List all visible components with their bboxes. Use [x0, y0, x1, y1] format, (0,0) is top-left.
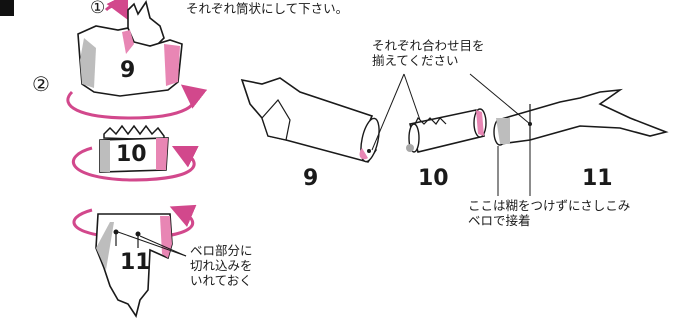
note-align-seams: それぞれ合わせ目を 揃えてください [372, 38, 485, 68]
note-no-glue: ここは糊をつけずにさしこみ ベロで接着 [468, 198, 631, 228]
part-11-piece [95, 213, 173, 318]
tube-10 [406, 108, 487, 153]
label-tube-11: 11 [582, 166, 613, 191]
part-10-piece [99, 124, 169, 173]
seam-pointer-9 [371, 73, 405, 151]
rotate-arrow-10 [72, 145, 199, 182]
label-tube-10: 10 [418, 166, 449, 191]
seam-pointer-10 [403, 73, 421, 121]
header-instruction: それぞれ筒状にして下さい。 [186, 1, 349, 16]
seam-pointer-11 [469, 73, 531, 125]
flap-callout-line-2 [139, 235, 187, 257]
label-part-10: 10 [116, 142, 147, 167]
label-tube-9: 9 [303, 166, 319, 191]
step-2-marker: ② [32, 72, 50, 96]
note-flap-cut: ベロ部分に 切れ込みを いれておく [190, 243, 253, 288]
step-1-marker: ① [90, 0, 106, 18]
flap-callout-line-1 [117, 231, 187, 257]
rotate-arrow-9 [66, 84, 208, 120]
label-part-9: 9 [120, 58, 136, 83]
tube-9 [240, 77, 380, 163]
tube-11 [493, 88, 669, 196]
corner-black-tab [0, 0, 14, 16]
label-part-11: 11 [120, 250, 151, 275]
part-9-piece [77, 0, 183, 97]
